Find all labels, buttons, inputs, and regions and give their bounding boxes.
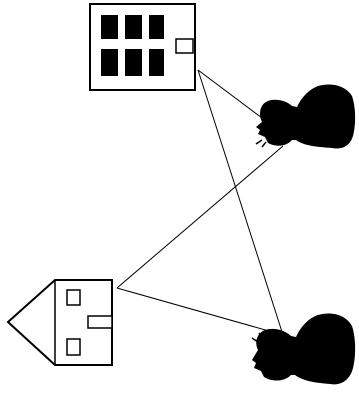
building-window [125,15,142,39]
house-window [66,289,81,306]
building-window [125,49,142,76]
sight-line-building-lower-person [197,69,284,336]
sight-line-house-upper-person [116,145,284,289]
lower-person-silhouette [252,313,356,385]
sight-lines [116,69,284,336]
building-door [175,38,194,54]
building-window [101,15,118,39]
house-window [66,338,81,356]
person-silhouette-icon [251,313,356,385]
sight-line-building-upper-person [197,69,267,122]
upper-person-silhouette [256,84,356,149]
building-window [149,49,164,76]
building-window [149,15,164,39]
sight-line-house-lower-person [116,287,284,336]
building-window [101,49,118,76]
house-outline [6,279,113,366]
lower-person-hair [251,332,263,343]
house-icon [6,279,113,366]
upper-person-hair [255,139,267,148]
house-door [87,315,113,329]
person-silhouette-icon [255,84,356,149]
apartment-building-icon [89,3,196,91]
